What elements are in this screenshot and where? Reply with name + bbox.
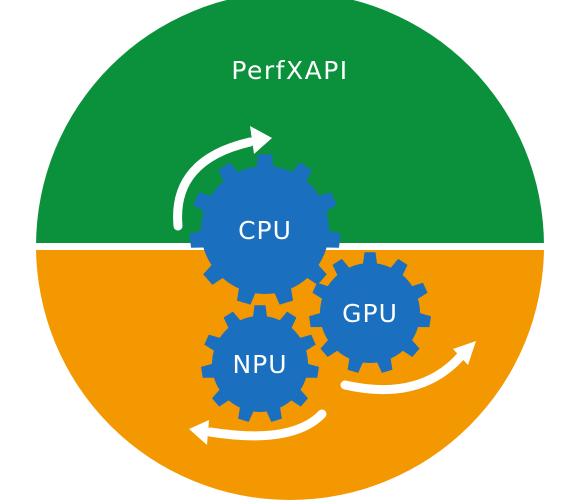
- gpu-gear: GPU: [309, 252, 431, 373]
- cpu-gear-label: CPU: [238, 216, 292, 245]
- npu-rotation-arrow: [189, 409, 327, 445]
- gear-icon: [201, 305, 319, 422]
- gear-icon: [189, 154, 341, 305]
- gpu-rotation-arrow: [340, 341, 476, 395]
- arrow-head: [250, 126, 272, 154]
- curved-arrow-icon: [205, 409, 327, 441]
- cpu-rotation-arrow: [173, 126, 272, 231]
- arrow-head: [453, 341, 476, 365]
- gpu-gear-label: GPU: [342, 299, 398, 328]
- curved-arrow-icon: [173, 137, 255, 231]
- cpu-gear: CPU: [189, 154, 341, 305]
- npu-gear-label: NPU: [232, 350, 287, 379]
- arrow-head: [189, 420, 209, 445]
- curved-arrow-icon: [340, 351, 466, 395]
- npu-gear: NPU: [201, 305, 319, 422]
- gear-icon: [309, 252, 431, 373]
- title-label: PerfXAPI: [231, 56, 348, 85]
